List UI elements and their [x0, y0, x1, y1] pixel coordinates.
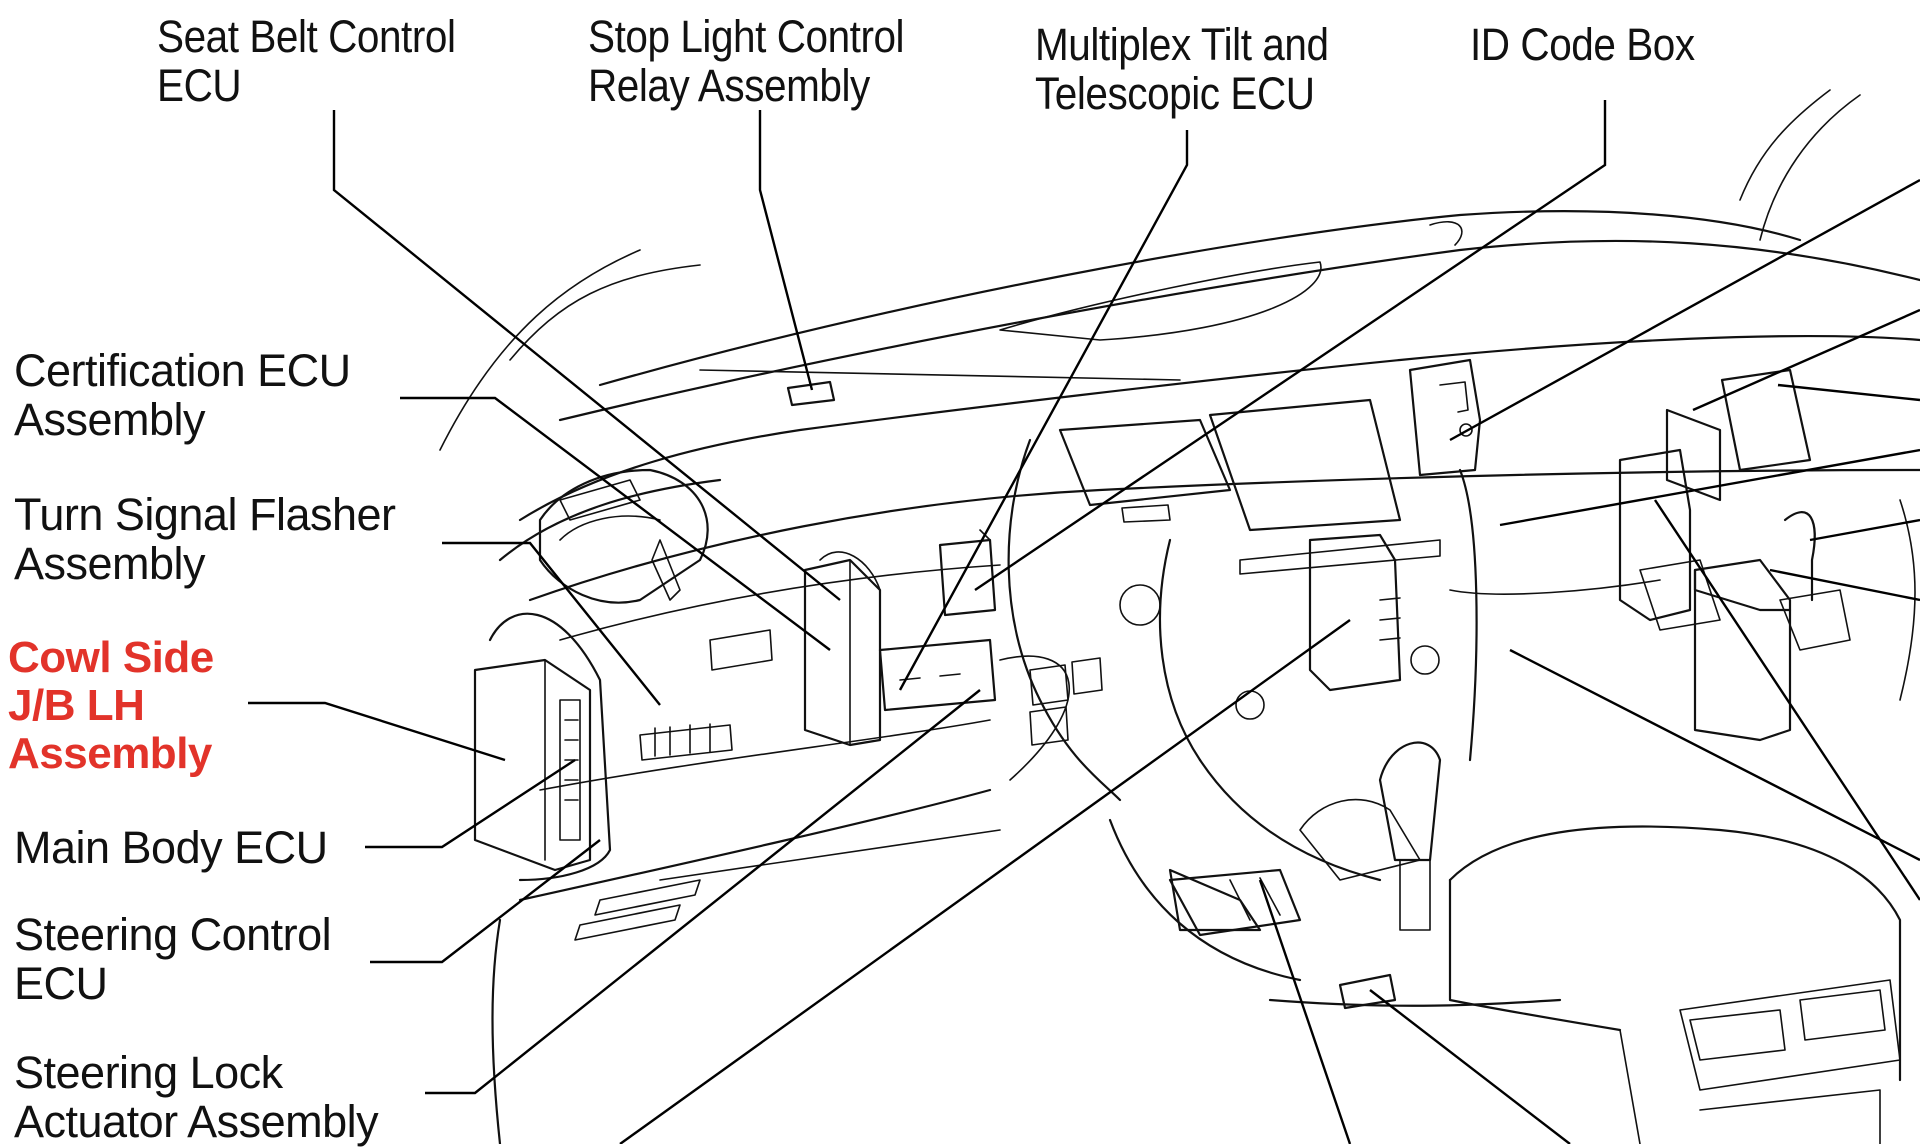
- label-stop-light-control-relay: Stop Light Control Relay Assembly: [588, 11, 905, 111]
- leader-right-6: [1769, 568, 1920, 602]
- lower-center-modules-component: [1168, 868, 1397, 1010]
- label-line: Turn Signal Flasher: [14, 489, 396, 540]
- label-cowl-side-jb-lh-assembly: Cowl Side J/B LH Assembly: [8, 634, 214, 778]
- center-jb-component: [1308, 533, 1440, 692]
- label-line: Telescopic ECU: [1035, 68, 1315, 119]
- label-line: Assembly: [14, 538, 206, 589]
- leader-right-2: [1692, 308, 1920, 412]
- label-line: Actuator Assembly: [14, 1096, 379, 1147]
- label-line: Relay Assembly: [588, 60, 870, 111]
- label-seat-belt-control-ecu: Seat Belt Control ECU: [157, 12, 456, 110]
- stop-light-relay-component: [786, 380, 836, 407]
- label-line: Cowl Side: [8, 633, 214, 682]
- label-line: ECU: [157, 60, 242, 111]
- label-steering-control-ecu: Steering Control ECU: [14, 909, 332, 1009]
- label-turn-signal-flasher-assembly: Turn Signal Flasher Assembly: [14, 490, 396, 588]
- leader-seat-belt-ecu: [332, 110, 841, 601]
- leader-right-4: [1499, 448, 1920, 527]
- label-line: ECU: [14, 958, 108, 1009]
- label-line: ID Code Box: [1470, 19, 1695, 70]
- right-side-ecus-component: [1618, 368, 1851, 742]
- leader-right-8: [1509, 648, 1920, 862]
- leader-stop-light-relay: [758, 110, 814, 391]
- label-line: Steering Lock: [14, 1047, 283, 1098]
- label-steering-lock-actuator-assembly: Steering Lock Actuator Assembly: [14, 1047, 379, 1147]
- label-id-code-box: ID Code Box: [1470, 20, 1695, 69]
- label-line: Stop Light Control: [588, 11, 905, 62]
- cowl-side-jb-component: [473, 612, 612, 882]
- leader-multiplex-tilt-ecu: [898, 130, 1189, 691]
- label-line: Seat Belt Control: [157, 11, 456, 62]
- label-main-body-ecu: Main Body ECU: [14, 823, 328, 872]
- seat-belt-ecu-component: [878, 638, 997, 712]
- label-line: Main Body ECU: [14, 822, 328, 873]
- leader-lines: [248, 100, 1920, 1144]
- leader-lower-center-a: [1258, 879, 1352, 1144]
- leader-main-body-ecu: [365, 758, 576, 849]
- leader-lower-center-b: [1369, 989, 1571, 1144]
- leader-right-1: [1449, 178, 1920, 442]
- label-line: Assembly: [14, 394, 206, 445]
- label-line: Certification ECU: [14, 345, 351, 396]
- id-code-box-component: [1408, 358, 1482, 477]
- leader-id-code-box: [974, 100, 1607, 591]
- label-line: J/B LH: [8, 681, 145, 730]
- label-line: Steering Control: [14, 909, 332, 960]
- label-multiplex-tilt-telescopic-ecu: Multiplex Tilt and Telescopic ECU: [1035, 20, 1329, 118]
- label-line: Multiplex Tilt and: [1035, 19, 1329, 70]
- leader-certification-ecu: [400, 396, 831, 651]
- leader-right-5: [1809, 518, 1920, 542]
- leader-lower-left-unlabeled: [619, 619, 1351, 1144]
- leader-right-3: [1777, 383, 1920, 402]
- certification-ecu-component: [803, 551, 882, 747]
- label-certification-ecu-assembly: Certification ECU Assembly: [14, 346, 351, 444]
- leader-turn-signal-flasher: [442, 541, 661, 706]
- leader-right-7: [1653, 499, 1920, 901]
- leader-cowl-side-jb: [248, 701, 506, 762]
- leader-steering-lock-actuator: [425, 689, 981, 1095]
- label-line: Assembly: [8, 729, 212, 778]
- leader-steering-control-ecu: [370, 839, 601, 964]
- dashboard-outline: [439, 89, 1920, 1144]
